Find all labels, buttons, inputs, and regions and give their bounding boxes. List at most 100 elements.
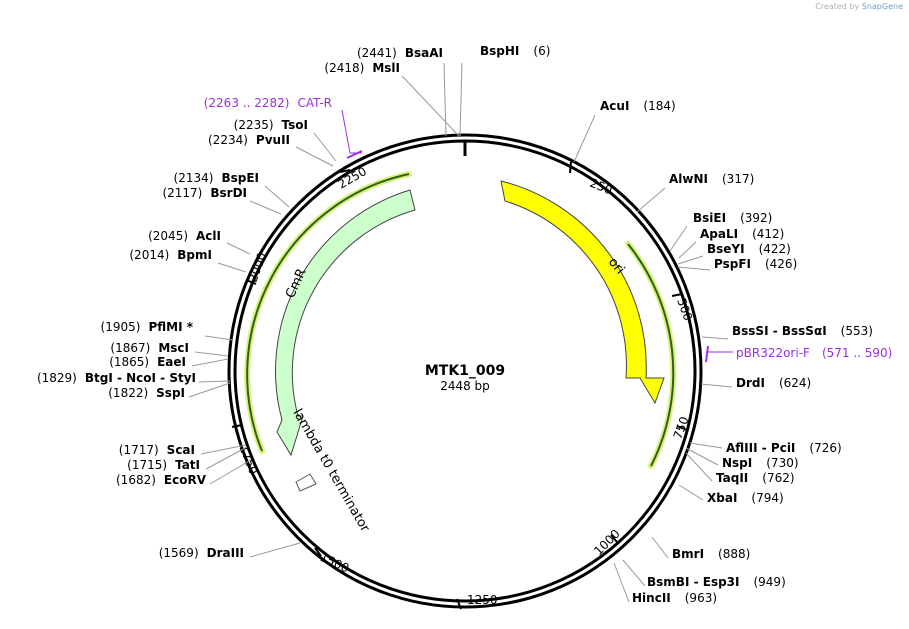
site-bsrdi-leader — [249, 200, 282, 215]
site-ecorv-label[interactable]: (1682)EcoRV — [116, 473, 207, 487]
primer-pbr322ori-f-range: (571 .. 590) — [822, 346, 892, 360]
site-xbai-name: XbaI — [707, 491, 737, 505]
site-bmri-position: (888) — [718, 547, 750, 561]
site-acli-leader — [226, 242, 251, 255]
cmr-feature-arrow[interactable] — [275, 189, 416, 457]
site-tati-label[interactable]: (1715)TatI — [127, 458, 200, 472]
site-pvuii-position: (2234) — [208, 133, 248, 147]
site-msci-label[interactable]: (1867)MscI — [110, 341, 189, 355]
site-bsphi-label[interactable]: BspHI(6) — [480, 44, 550, 58]
site-leader-lines — [188, 62, 733, 603]
site-drdi-leader — [700, 383, 733, 388]
site-bspei-label[interactable]: (2134) BspEI — [174, 171, 259, 185]
site-bseyi-name: BseYI — [707, 242, 745, 256]
snapgene-brand: SnapGene — [861, 2, 903, 11]
terminator-feature-arrow[interactable] — [295, 473, 317, 492]
site-alwni-label[interactable]: AlwNI(317) — [669, 172, 754, 186]
snapgene-credit: Created by SnapGene — [815, 2, 903, 11]
site-bseyi-label[interactable]: BseYI (422) — [707, 242, 791, 256]
site-apali-name: ApaLI — [700, 227, 738, 241]
site-drdi-name: DrdI — [736, 376, 765, 390]
primer-cat-r-range: (2263 .. 2282) — [204, 96, 290, 110]
site-msli-label[interactable]: (2418)MslI — [324, 61, 400, 75]
site-scai-label[interactable]: (1717)ScaI — [119, 443, 195, 457]
site-hincii-label[interactable]: HincII(963) — [632, 591, 717, 605]
ruler-tick-label-1500: 1500 — [318, 550, 352, 576]
site-tati-leader — [205, 446, 248, 470]
ruler-tick-label-250: 250 — [588, 176, 614, 198]
site-bmri-name: BmrI — [672, 547, 704, 561]
ruler-tick-2000 — [245, 279, 257, 285]
site-btgi-ncoi-styi-label[interactable]: (1829)BtgI - NcoI - StyI — [37, 371, 196, 385]
site-nspi-label[interactable]: NspI(730) — [722, 456, 799, 470]
site-bpmi-leader — [217, 262, 247, 273]
site-eaei-leader — [191, 358, 229, 367]
site-bspei-leader — [264, 185, 290, 208]
site-eaei-position: (1865) — [109, 355, 149, 369]
site-bsphi-leader — [459, 62, 463, 137]
site-pvuii-leader — [295, 146, 334, 167]
site-tsoi-label[interactable]: (2235)TsoI — [234, 118, 308, 132]
site-btgi-ncoi-styi-name: BtgI - NcoI - StyI — [85, 371, 196, 385]
site-eaei-label[interactable]: (1865) EaeI — [109, 355, 186, 369]
site-apali-label[interactable]: ApaLI (412) — [700, 227, 784, 241]
site-bsaai-label[interactable]: (2441) BsaAI — [357, 46, 443, 60]
site-pflmi-leader — [204, 335, 234, 341]
site-bsrdi-label[interactable]: (2117)BsrDI — [162, 186, 247, 200]
site-acui-position: (184) — [643, 99, 675, 113]
site-pflmi-name: PflMI * — [148, 320, 193, 334]
site-bspei-name: BspEI — [221, 171, 259, 185]
site-sspi-label[interactable]: (1822)SspI — [108, 386, 185, 400]
site-labels: (2441) BsaAI BspHI(6) (2418)MslI AcuI (184) (2… — [37, 44, 892, 605]
site-bsmbi-esp3i-label[interactable]: BsmBI - Esp3I(949) — [647, 575, 786, 589]
site-bsaai-name: BsaAI — [405, 46, 443, 60]
ori-feature-arrow[interactable] — [500, 180, 665, 405]
site-pspfi-label[interactable]: PspFI(426) — [714, 257, 797, 271]
cmr-direction-arc — [246, 173, 410, 452]
site-tati-name: TatI — [175, 458, 200, 472]
site-xbai-label[interactable]: XbaI(794) — [707, 491, 784, 505]
site-bseyi-position: (422) — [759, 242, 791, 256]
site-eaei-name: EaeI — [157, 355, 186, 369]
site-acli-label[interactable]: (2045)AclI — [148, 229, 221, 243]
site-bsaai-leader — [443, 62, 447, 137]
primer-cat-r-label[interactable]: (2263 .. 2282)CAT-R — [204, 96, 332, 110]
site-hincii-name: HincII — [632, 591, 671, 605]
ruler-tick-2250 — [339, 169, 351, 173]
site-pflmi-label[interactable]: (1905) PflMI * — [101, 320, 194, 334]
ruler-tick-750 — [676, 425, 688, 431]
site-afliii-pcii-leader — [689, 442, 723, 449]
site-drdi-position: (624) — [779, 376, 811, 390]
site-apali-position: (412) — [752, 227, 784, 241]
site-msli-position: (2418) — [324, 61, 364, 75]
site-bspei-position: (2134) — [174, 171, 214, 185]
site-pflmi-position: (1905) — [101, 320, 141, 334]
ruler-tick-1000 — [610, 534, 618, 543]
site-afliii-pcii-name: AflIII - PciI — [726, 441, 795, 455]
site-nspi-leader — [685, 447, 719, 466]
ruler-tick-500 — [671, 293, 683, 297]
site-drdi-label[interactable]: DrdI (624) — [736, 376, 811, 390]
site-bsphi-position: (6) — [533, 44, 550, 58]
site-bsiei-label[interactable]: BsiEI(392) — [693, 211, 772, 225]
site-acui-leader — [573, 114, 596, 163]
site-scai-name: ScaI — [167, 443, 195, 457]
ruler-tick-label-1250: 1250 — [467, 593, 498, 607]
plasmid-length: 2448 bp — [440, 379, 490, 393]
site-bmri-label[interactable]: BmrI (888) — [672, 547, 750, 561]
site-bpmi-label[interactable]: (2014)BpmI — [129, 248, 212, 262]
site-bsssi-bsss-i-label[interactable]: BssSI - BssSαI(553) — [732, 324, 873, 338]
site-acui-label[interactable]: AcuI (184) — [600, 99, 676, 113]
ruler-tick-1750 — [231, 424, 243, 428]
site-msci-position: (1867) — [110, 341, 150, 355]
site-pvuii-label[interactable]: (2234)PvuII — [208, 133, 290, 147]
site-taqii-label[interactable]: TaqII(762) — [716, 471, 795, 485]
primer-pbr322ori-f-label[interactable]: pBR322ori-F(571 .. 590) — [736, 346, 892, 360]
site-draiii-label[interactable]: (1569)DraIII — [159, 546, 244, 560]
site-acli-position: (2045) — [148, 229, 188, 243]
site-acui-name: AcuI — [600, 99, 629, 113]
site-bsaai-position: (2441) — [357, 46, 397, 60]
site-afliii-pcii-label[interactable]: AflIII - PciI(726) — [726, 441, 842, 455]
site-apali-leader — [678, 241, 697, 259]
